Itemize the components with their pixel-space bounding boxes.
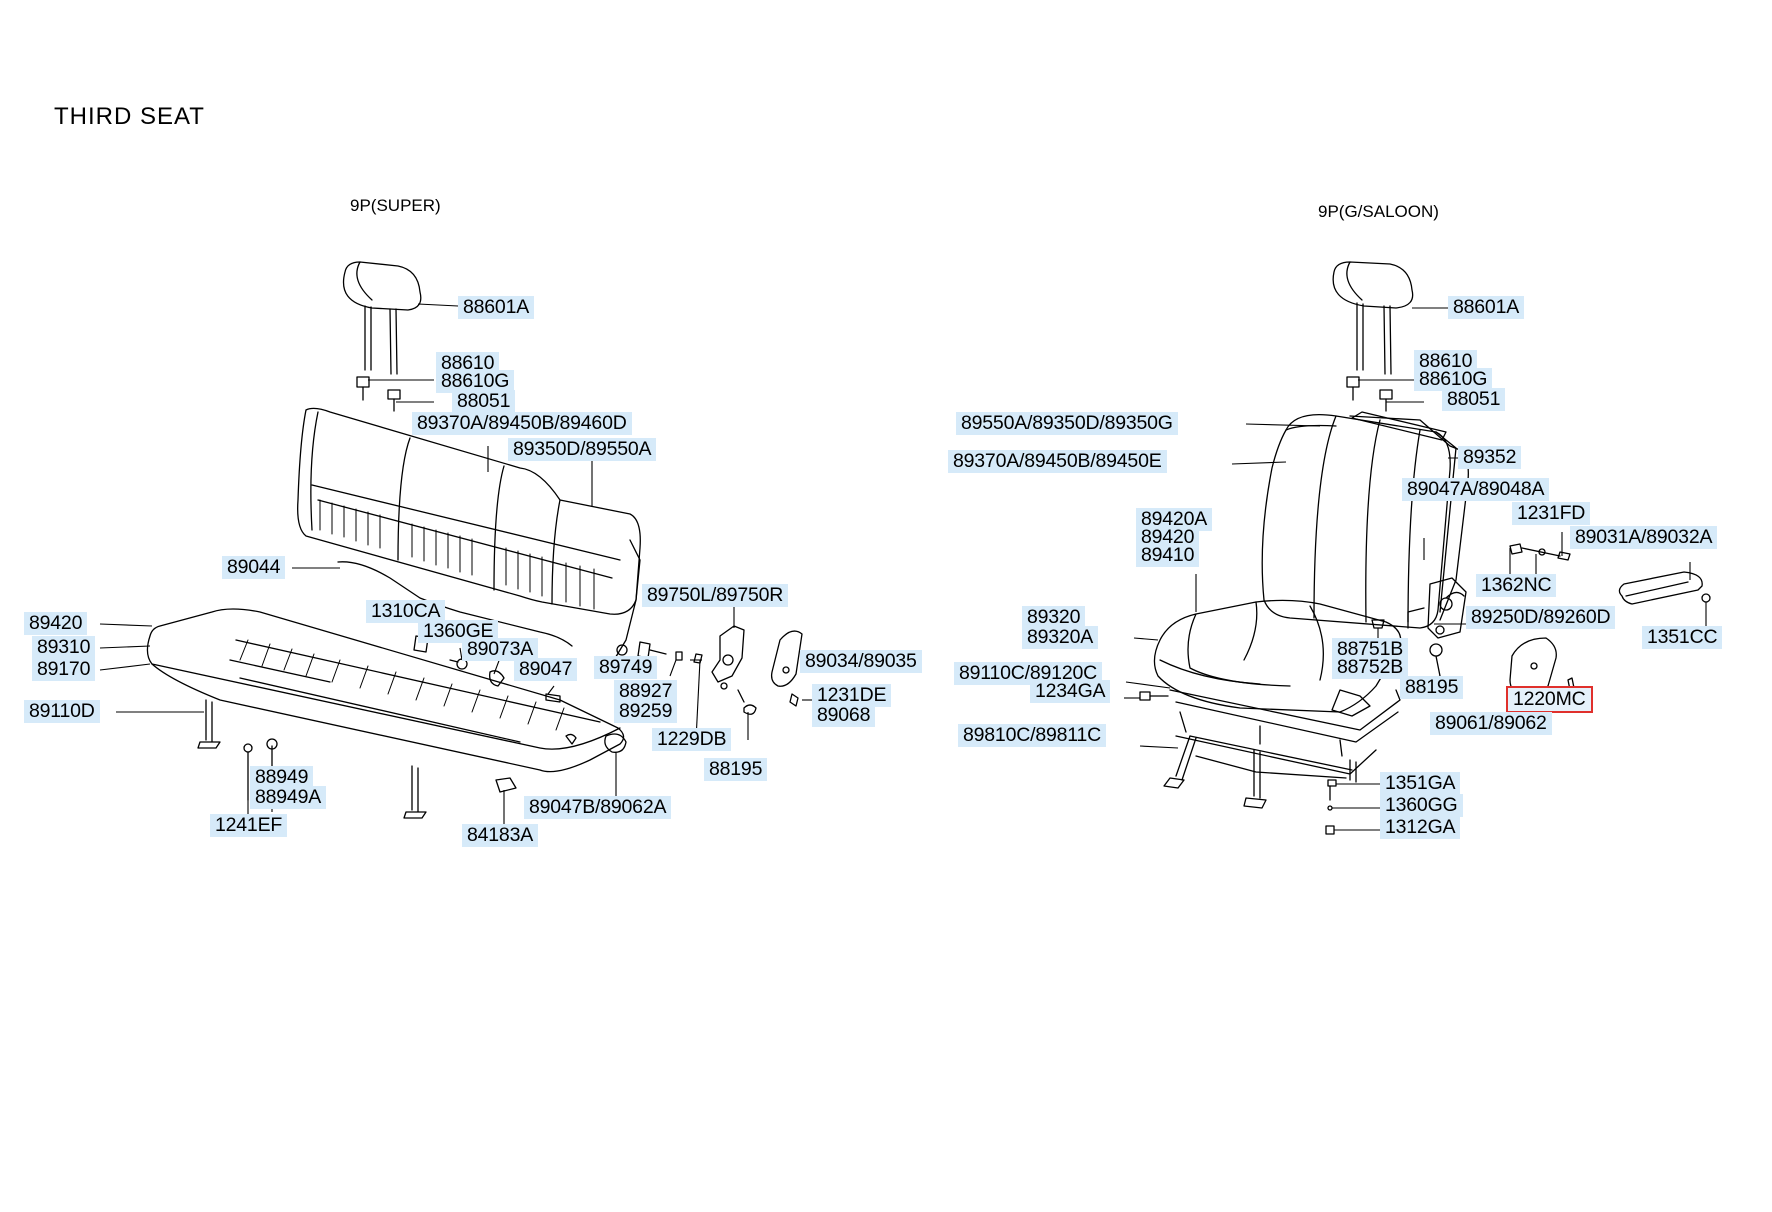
part-label-1351GA[interactable]: 1351GA <box>1380 772 1461 795</box>
part-label-89250D-89260D[interactable]: 89250D/89260D <box>1466 606 1616 629</box>
part-label-89550A-89350D-89350G[interactable]: 89550A/89350D/89350G <box>956 412 1178 435</box>
part-label-89259[interactable]: 89259 <box>614 700 678 723</box>
part-label-89352[interactable]: 89352 <box>1458 446 1522 469</box>
part-label-1362NC[interactable]: 1362NC <box>1476 574 1557 597</box>
part-label-89320[interactable]: 89320 <box>1022 606 1086 629</box>
part-label-88752B[interactable]: 88752B <box>1332 656 1409 679</box>
variant-title-saloon: 9P(G/SALOON) <box>1318 202 1439 221</box>
part-label-1241EF[interactable]: 1241EF <box>210 814 288 837</box>
part-label-1231DE[interactable]: 1231DE <box>812 684 892 707</box>
part-label-89110D[interactable]: 89110D <box>24 700 100 723</box>
part-label-88195-right[interactable]: 88195 <box>1400 676 1464 699</box>
part-label-1310CA[interactable]: 1310CA <box>366 600 446 623</box>
part-label-88601A-left[interactable]: 88601A <box>458 296 535 319</box>
part-label-89034-89035[interactable]: 89034/89035 <box>800 650 922 673</box>
part-label-88051-left[interactable]: 88051 <box>452 390 516 413</box>
part-label-88927[interactable]: 88927 <box>614 680 678 703</box>
part-label-89170[interactable]: 89170 <box>32 658 96 681</box>
part-label-88610-right[interactable]: 88610 <box>1414 350 1478 373</box>
part-label-89031A-89032A[interactable]: 89031A/89032A <box>1570 526 1718 549</box>
part-label-88610G-left[interactable]: 88610G <box>436 370 515 393</box>
part-label-89068[interactable]: 89068 <box>812 704 876 727</box>
page-title: THIRD SEAT <box>54 103 205 130</box>
part-label-1351CC[interactable]: 1351CC <box>1642 626 1723 649</box>
part-label-89750L-89750R[interactable]: 89750L/89750R <box>642 584 789 607</box>
part-label-1234GA[interactable]: 1234GA <box>1030 680 1111 703</box>
part-label-89420-left[interactable]: 89420 <box>24 612 88 635</box>
part-label-89110C-89120C[interactable]: 89110C/89120C <box>954 662 1102 685</box>
part-label-88601A-right[interactable]: 88601A <box>1448 296 1525 319</box>
part-label-89061-89062[interactable]: 89061/89062 <box>1430 712 1552 735</box>
part-label-88195-left[interactable]: 88195 <box>704 758 768 781</box>
part-label-1360GG[interactable]: 1360GG <box>1380 794 1463 817</box>
part-label-89073A[interactable]: 89073A <box>462 638 539 661</box>
part-label-1229DB[interactable]: 1229DB <box>652 728 732 751</box>
part-label-89350D-89550A[interactable]: 89350D/89550A <box>508 438 657 461</box>
part-label-89047A-89048A[interactable]: 89047A/89048A <box>1402 478 1550 501</box>
part-label-89370A-89450B-89460D[interactable]: 89370A/89450B/89460D <box>412 412 632 435</box>
part-label-89810C-89811C[interactable]: 89810C/89811C <box>958 724 1106 747</box>
part-label-89310[interactable]: 89310 <box>32 636 96 659</box>
part-label-88949A[interactable]: 88949A <box>250 786 327 809</box>
part-label-89420A[interactable]: 89420A <box>1136 508 1213 531</box>
part-label-89047B-89062A[interactable]: 89047B/89062A <box>524 796 672 819</box>
part-label-1360GE[interactable]: 1360GE <box>418 620 499 643</box>
part-label-1312GA[interactable]: 1312GA <box>1380 816 1461 839</box>
part-label-89410[interactable]: 89410 <box>1136 544 1200 567</box>
part-label-88610G-right[interactable]: 88610G <box>1414 368 1493 391</box>
part-label-89420-right[interactable]: 89420 <box>1136 526 1200 549</box>
variant-title-super: 9P(SUPER) <box>350 196 441 215</box>
part-label-88051-right[interactable]: 88051 <box>1442 388 1506 411</box>
part-label-88751B[interactable]: 88751B <box>1332 638 1409 661</box>
part-label-89370A-89450B-89450E[interactable]: 89370A/89450B/89450E <box>948 450 1167 473</box>
part-label-88949[interactable]: 88949 <box>250 766 314 789</box>
part-label-89749[interactable]: 89749 <box>594 656 658 679</box>
part-label-89320A[interactable]: 89320A <box>1022 626 1099 649</box>
part-label-89047-left[interactable]: 89047 <box>514 658 578 681</box>
part-label-89044[interactable]: 89044 <box>222 556 286 579</box>
part-label-1220MC-highlighted[interactable]: 1220MC <box>1506 686 1593 713</box>
part-label-88610-left[interactable]: 88610 <box>436 352 500 375</box>
part-label-1231FD[interactable]: 1231FD <box>1512 502 1591 525</box>
part-label-84183A[interactable]: 84183A <box>462 824 539 847</box>
